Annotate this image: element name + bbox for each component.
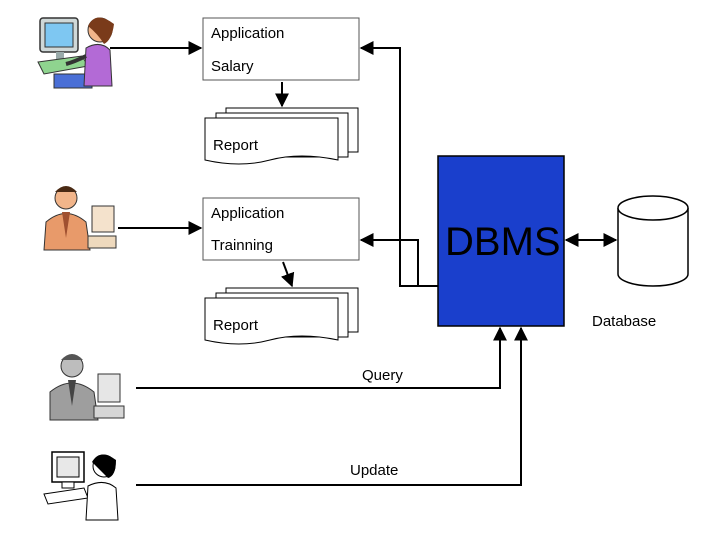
database-label: Database bbox=[592, 313, 656, 330]
salary-label: Salary bbox=[211, 58, 254, 75]
training-label: Trainning bbox=[211, 237, 273, 254]
report-label: Report bbox=[213, 137, 259, 154]
query-arrow bbox=[136, 326, 507, 389]
dbms-box: DBMS bbox=[437, 155, 565, 327]
application-label: Application bbox=[211, 25, 284, 42]
connectors bbox=[110, 41, 618, 486]
dbms-to-training-arrow bbox=[359, 233, 419, 286]
application-salary-box: Application Salary bbox=[202, 17, 360, 81]
database-cylinder: Database bbox=[592, 195, 689, 330]
dbms-to-application-arrow bbox=[359, 41, 438, 287]
user-icon-analyst bbox=[49, 354, 125, 421]
user-icon-manager bbox=[43, 186, 117, 251]
query-label: Query bbox=[362, 367, 403, 384]
application-training-box: Application Trainning bbox=[202, 197, 360, 261]
application-to-report-arrow bbox=[281, 261, 295, 288]
report-label: Report bbox=[213, 317, 259, 334]
application-label: Application bbox=[211, 205, 284, 222]
report-document-stack: Report bbox=[204, 107, 359, 165]
report-document-stack: Report bbox=[204, 287, 359, 345]
update-label: Update bbox=[350, 462, 398, 479]
dbms-label: DBMS bbox=[445, 220, 561, 264]
user-icon-clerk bbox=[37, 17, 114, 89]
user-icon-operator bbox=[43, 451, 119, 521]
update-arrow bbox=[136, 326, 528, 486]
